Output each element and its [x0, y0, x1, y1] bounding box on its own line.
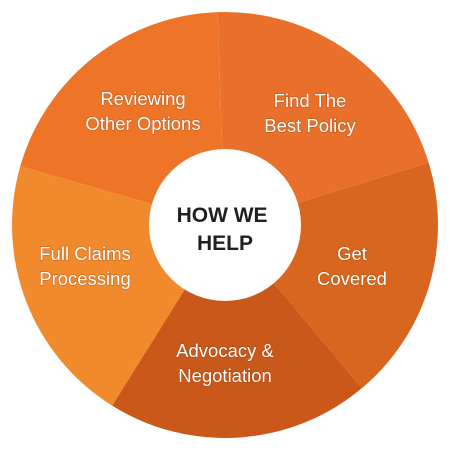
segment-label-line-2: Negotiation — [178, 365, 272, 386]
segment-label-line-2: Best Policy — [264, 115, 356, 136]
segment-label-line-2: Other Options — [85, 113, 200, 134]
segment-label-line-2: Processing — [39, 268, 131, 289]
segment-label-line-1: Advocacy & — [176, 340, 274, 361]
segment-label-line-1: Reviewing — [100, 88, 185, 109]
center-title: HOW WE HELP — [177, 204, 274, 255]
segment-label-line-1: Full Claims — [39, 243, 130, 264]
center-circle — [149, 149, 301, 301]
segment-advocacy-negotiation — [112, 225, 362, 438]
center-title-line-1: HOW WE — [177, 204, 268, 227]
segment-label-line-1: Find The — [274, 90, 347, 111]
segment-label-line-2: Covered — [317, 268, 387, 289]
segment-label-advocacy-negotiation: Advocacy & Negotiation — [176, 340, 274, 386]
center-title-line-2: HELP — [197, 232, 253, 255]
segment-label-line-1: Get — [337, 243, 367, 264]
